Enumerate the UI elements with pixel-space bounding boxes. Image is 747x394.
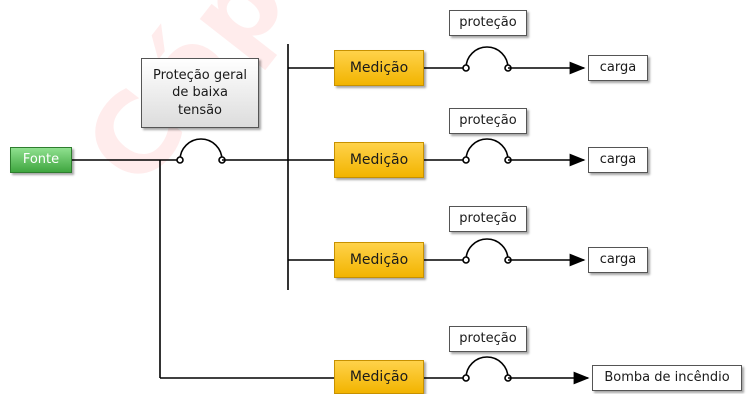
protection-label-3: proteção	[449, 206, 527, 232]
load-node-3: carga	[588, 247, 648, 273]
protection-label-4: proteção	[449, 326, 527, 352]
measurement-node-1: Medição	[334, 50, 424, 86]
main-breaker-symbol	[179, 138, 223, 161]
main-protection-node: Proteção geral de baixa tensão	[141, 58, 259, 128]
measurement-node-4: Medição	[334, 360, 424, 394]
load-node-2: carga	[588, 147, 648, 173]
fire-pump-node: Bomba de incêndio	[592, 365, 742, 391]
measurement-node-3: Medição	[334, 242, 424, 278]
source-node: Fonte	[10, 147, 72, 173]
load-node-1: carga	[588, 55, 648, 81]
measurement-node-2: Medição	[334, 142, 424, 178]
protection-label-1: proteção	[449, 10, 527, 36]
protection-label-2: proteção	[449, 108, 527, 134]
